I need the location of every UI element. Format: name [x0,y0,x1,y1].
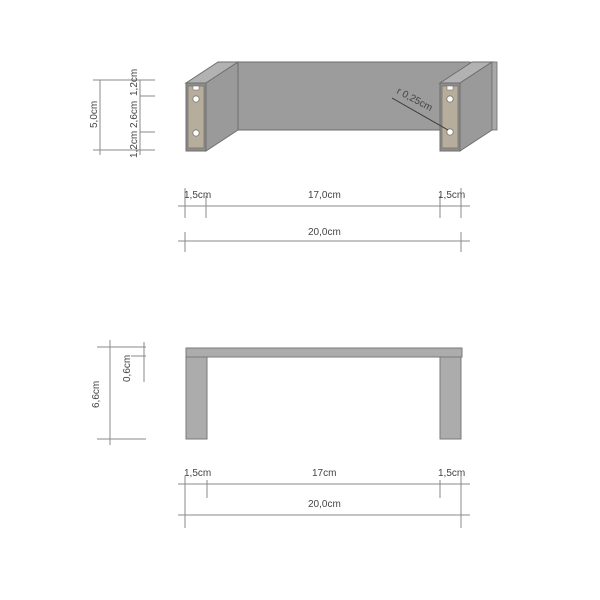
bottom-segment-label: 1,2cm [129,131,140,158]
top-view-3d-model: r 0,25cm [184,61,498,152]
front-right-width-label: 1,5cm [438,468,465,479]
front-middle-width-label: 17cm [312,468,336,479]
front-view-height-dimensions: 6,6cm 0,6cm [91,340,146,445]
top-view-height-dimensions: 5,0cm 1,2cm 2,6cm 1,2cm [89,69,155,158]
middle-width-label: 17,0cm [308,190,341,201]
front-view-top-plate [185,347,463,358]
left-plate-hole-bottom [192,129,200,137]
front-view-model [185,347,463,440]
radius-leader-line [391,97,449,131]
middle-segment-label: 2,6cm [129,101,140,128]
total-height-label: 5,0cm [89,101,100,128]
right-plate-hole-bottom [446,128,454,136]
right-mounting-plate [441,85,459,149]
back-panel [235,61,471,131]
front-left-width-label: 1,5cm [184,468,211,479]
right-plate-hole-top [446,95,454,103]
left-plate-notch [192,85,200,91]
left-width-label: 1,5cm [184,190,211,201]
front-total-height-label: 6,6cm [91,381,102,408]
left-mounting-plate [187,85,205,149]
total-width-label: 20,0cm [308,227,341,238]
right-width-label: 1,5cm [438,190,465,201]
right-block-edge [491,61,498,131]
left-plate-hole-top [192,95,200,103]
right-plate-notch [446,85,454,91]
front-top-thickness-label: 0,6cm [122,355,133,382]
front-view-left-leg [185,356,208,440]
front-view-right-leg [439,356,462,440]
front-total-width-label: 20,0cm [308,499,341,510]
top-view-width-dimensions: 1,5cm 17,0cm 1,5cm 20,0cm [178,188,470,252]
front-view-width-dimensions: 1,5cm 17cm 1,5cm 20,0cm [178,468,470,528]
top-segment-label: 1,2cm [129,69,140,96]
